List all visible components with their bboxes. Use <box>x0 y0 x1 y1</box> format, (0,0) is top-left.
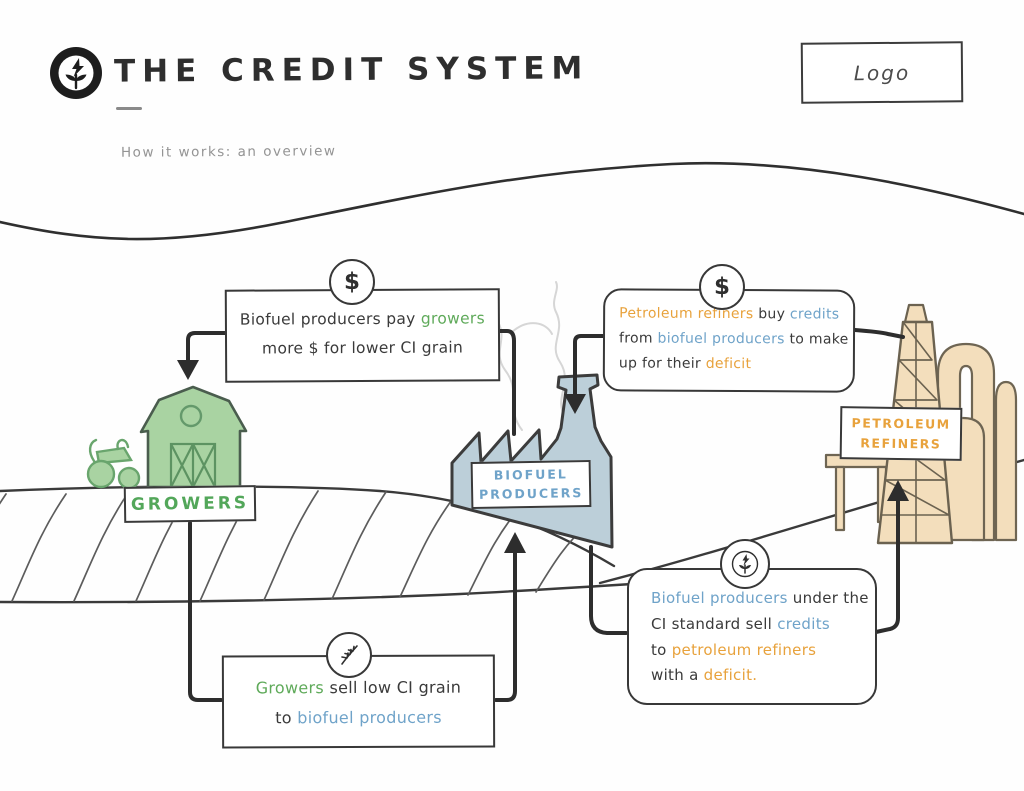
dollar-badge: $ <box>699 264 745 310</box>
connector-refiners-to-buy <box>853 328 905 339</box>
arrow-down-to-chimney <box>564 394 586 414</box>
wheat-badge <box>326 632 372 678</box>
dollar-badge: $ <box>329 259 375 305</box>
dollar-icon: $ <box>713 274 730 300</box>
logo-placeholder-box: Logo <box>800 41 964 104</box>
sprout-lightning-badge <box>720 539 770 589</box>
arrow-up-to-factory <box>504 532 526 553</box>
hill-line <box>0 161 1024 241</box>
logo-badge-icon <box>50 47 102 99</box>
tractor-icon <box>86 438 141 490</box>
callout-sell-credits: Biofuel producers under the CI standard … <box>627 568 877 705</box>
connector-grain-to-factory <box>494 550 517 702</box>
page-title: THE CREDIT SYSTEM <box>113 50 590 90</box>
dollar-icon: $ <box>343 269 360 295</box>
page-subtitle: How it works: an overview <box>120 143 337 161</box>
connector-buy-to-factory <box>573 334 605 398</box>
wheat-icon <box>341 645 358 665</box>
barn-illustration <box>139 385 248 489</box>
growers-label: GROWERS <box>130 493 250 515</box>
connector-factory-to-pay <box>498 329 516 436</box>
sprout-lightning-icon <box>731 550 759 578</box>
flow-connectors <box>186 328 905 702</box>
logo-placeholder-label: Logo <box>853 60 911 85</box>
connector-factory-to-credits <box>589 545 628 635</box>
connector-credits-to-refiners <box>874 498 900 634</box>
arrow-up-to-refinery <box>887 480 909 501</box>
callout-sell-credits-text: Biofuel producers under the CI standard … <box>651 589 869 685</box>
arrowheads <box>177 360 909 553</box>
connector-growers-to-grain <box>188 521 223 702</box>
growers-sign: GROWERS <box>123 485 257 523</box>
connector-pay-to-growers <box>186 331 227 364</box>
title-underline <box>116 107 142 110</box>
arrow-down-to-barn <box>177 360 199 380</box>
